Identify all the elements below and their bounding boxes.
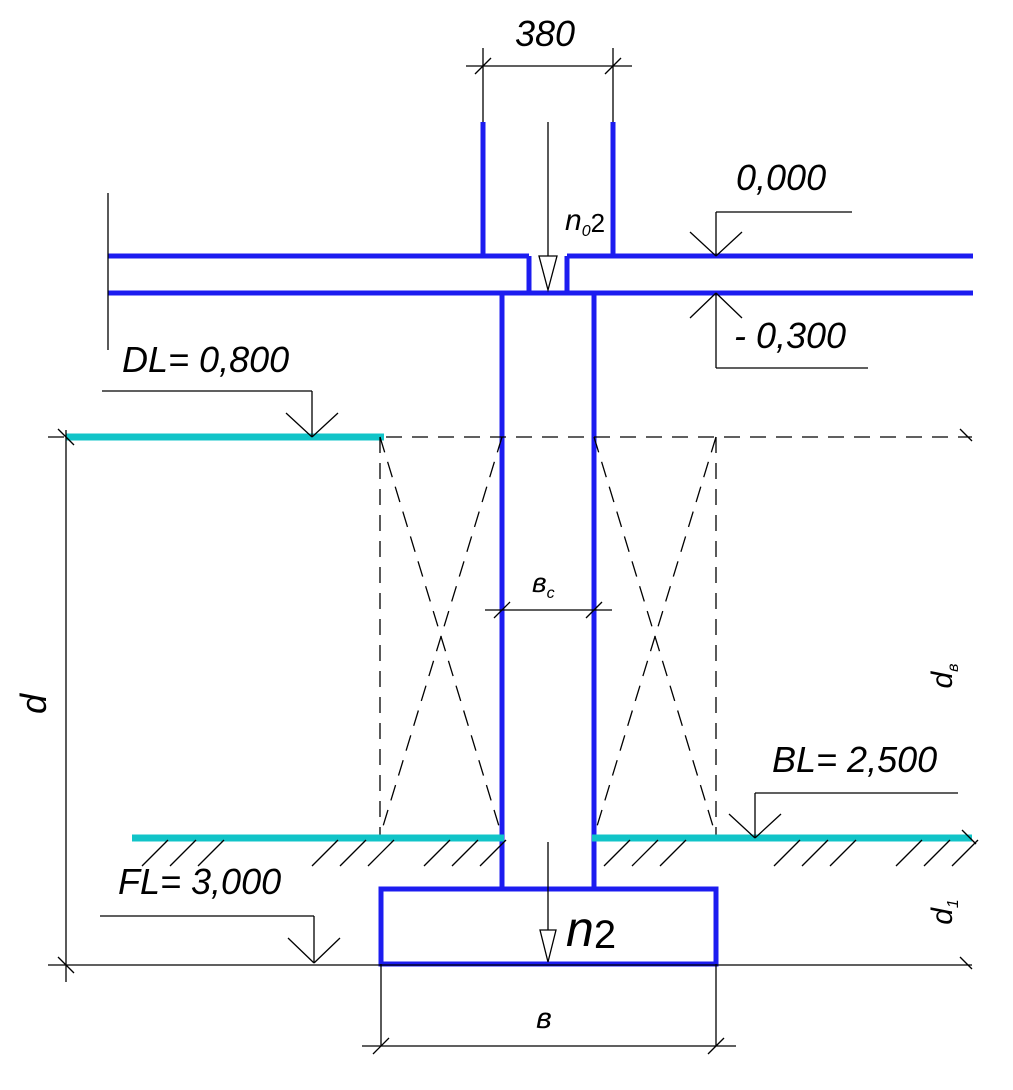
footing-width-dimension: в: [362, 964, 736, 1055]
wall-width-label: вc: [532, 567, 555, 602]
level-marker-top: 0,000: [689, 157, 852, 257]
fl-line: FL= 3,000: [48, 861, 973, 974]
bottom-load-label: n2: [566, 901, 616, 957]
ground-hatching: [141, 839, 979, 867]
depth-db-label: dв: [926, 663, 962, 688]
depth-d1-label: d1: [926, 899, 962, 925]
dl-label: DL= 0,800: [122, 339, 289, 380]
fl-label: FL= 3,000: [118, 861, 281, 902]
bottom-load-arrow: n2: [539, 842, 616, 963]
column-width-dimension: 380: [466, 13, 632, 122]
wall-width-dimension: вc: [485, 567, 612, 619]
column: [480, 122, 616, 256]
depth-labels-right: dв d1: [926, 663, 962, 924]
level-marker-floor-bottom: - 0,300: [689, 292, 868, 369]
floor-slab: [107, 193, 973, 350]
wall: [499, 293, 597, 889]
level-floor-bottom-label: - 0,300: [734, 315, 846, 356]
level-top-label: 0,000: [736, 157, 826, 198]
depth-d-label: d: [13, 693, 54, 714]
footing-width-label: в: [536, 1002, 552, 1035]
top-load-arrow: n02: [538, 122, 605, 293]
depth-d-dimension: d: [13, 430, 67, 982]
excavation-outline: [379, 436, 717, 837]
bl-label: BL= 2,500: [772, 739, 937, 780]
bl-line: BL= 2,500: [132, 739, 977, 845]
top-load-label: n02: [565, 204, 605, 240]
column-width-label: 380: [515, 13, 575, 54]
dl-line: DL= 0,800: [48, 339, 973, 446]
